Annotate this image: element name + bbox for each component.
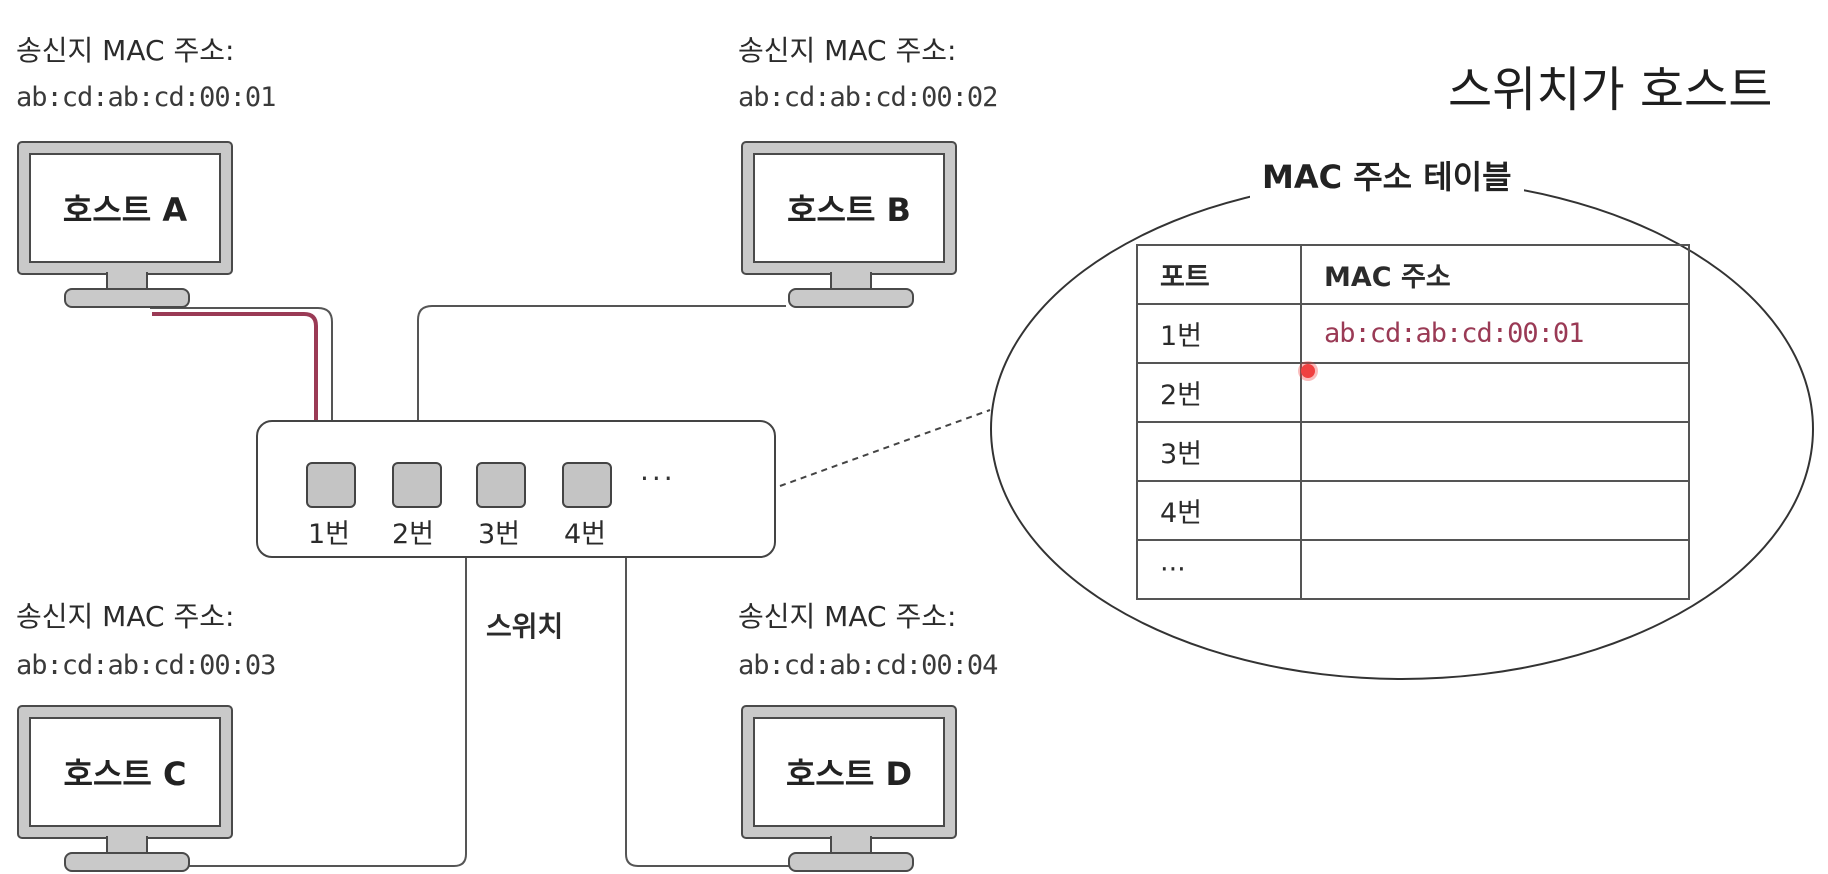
pointer-cursor-dot: [1301, 364, 1315, 378]
host-a-sender-label: 송신지 MAC 주소:: [16, 34, 235, 67]
table-row: 2번: [1136, 362, 1690, 423]
switch-more-ports: ···: [640, 462, 676, 495]
table-cell-mac: [1300, 421, 1690, 482]
switch-port-2: [392, 462, 442, 508]
host-c-name: 호스트 C: [63, 755, 187, 793]
table-cell-port: 2번: [1136, 362, 1302, 423]
host-a-stand-neck: [106, 272, 148, 290]
table-header-row: 포트 MAC 주소: [1136, 244, 1690, 305]
table-cell-mac: [1300, 480, 1690, 541]
wire-host-b: [417, 305, 786, 462]
table-cell-port: ···: [1136, 539, 1302, 600]
host-a-name: 호스트 A: [62, 191, 188, 229]
host-c-mac: ab:cd:ab:cd:00:03: [16, 650, 276, 681]
host-b-stand-neck: [830, 272, 872, 290]
host-d-screen: 호스트 D: [741, 705, 957, 839]
host-d-sender-label: 송신지 MAC 주소:: [738, 600, 957, 633]
host-d-stand-base: [788, 852, 914, 872]
table-header-mac: MAC 주소: [1300, 244, 1690, 305]
table-row: 1번 ab:cd:ab:cd:00:01: [1136, 303, 1690, 364]
host-c-stand-base: [64, 852, 190, 872]
host-d-name: 호스트 D: [785, 755, 913, 793]
zoom-dashed-line: [779, 409, 991, 487]
host-c-screen: 호스트 C: [17, 705, 233, 839]
switch-port-3-label: 3번: [478, 519, 521, 550]
switch-port-3: [476, 462, 526, 508]
table-cell-port: 1번: [1136, 303, 1302, 364]
table-row: 4번: [1136, 480, 1690, 541]
table-cell-port: 4번: [1136, 480, 1302, 541]
frame-arrow-path: [152, 312, 318, 448]
table-row: ···: [1136, 539, 1690, 600]
mac-table-caption: MAC 주소 테이블: [1250, 152, 1524, 198]
table-row: 3번: [1136, 421, 1690, 482]
host-b-stand-base: [788, 288, 914, 308]
wire-host-a: [150, 307, 333, 462]
switch-port-2-label: 2번: [392, 519, 435, 550]
host-b-mac: ab:cd:ab:cd:00:02: [738, 82, 998, 113]
host-a-mac: ab:cd:ab:cd:00:01: [16, 82, 276, 113]
switch-label: 스위치: [486, 610, 564, 643]
host-a-stand-base: [64, 288, 190, 308]
slide-title: 스위치가 호스트: [1448, 62, 1773, 118]
switch-port-4-label: 4번: [564, 519, 607, 550]
table-cell-mac: ab:cd:ab:cd:00:01: [1300, 303, 1690, 364]
host-c-sender-label: 송신지 MAC 주소:: [16, 600, 235, 633]
table-header-port: 포트: [1136, 244, 1302, 305]
host-d-mac: ab:cd:ab:cd:00:04: [738, 650, 998, 681]
table-cell-port: 3번: [1136, 421, 1302, 482]
switch-port-4: [562, 462, 612, 508]
host-b-screen: 호스트 B: [741, 141, 957, 275]
host-b-name: 호스트 B: [787, 191, 911, 229]
switch-port-1-label: 1번: [308, 519, 351, 550]
host-d-stand-neck: [830, 836, 872, 854]
switch-port-1: [306, 462, 356, 508]
mac-address-table: 포트 MAC 주소 1번 ab:cd:ab:cd:00:01 2번 3번 4번 …: [1136, 244, 1690, 600]
host-c-stand-neck: [106, 836, 148, 854]
table-cell-mac: [1300, 539, 1690, 600]
host-a-screen: 호스트 A: [17, 141, 233, 275]
host-b-sender-label: 송신지 MAC 주소:: [738, 34, 957, 67]
table-cell-mac: [1300, 362, 1690, 423]
